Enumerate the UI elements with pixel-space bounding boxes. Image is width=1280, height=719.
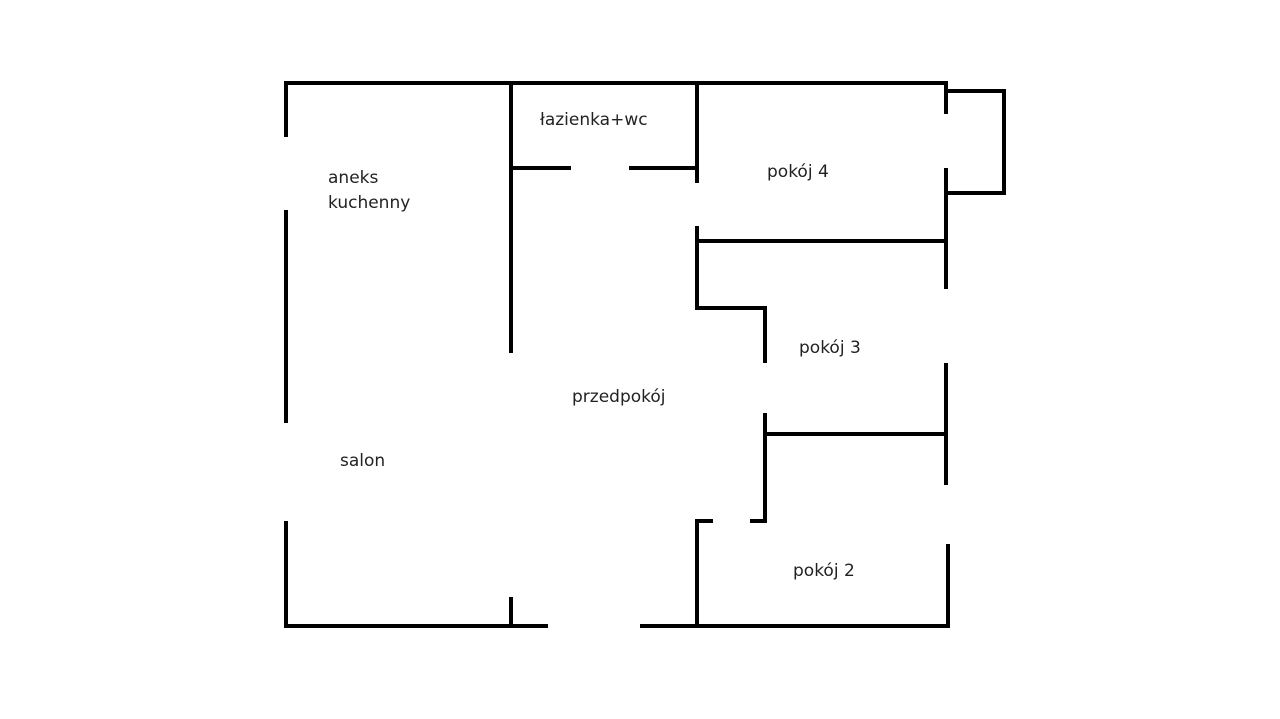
room-label-hall: przedpokój (572, 387, 666, 407)
room3-lower-wall (750, 413, 767, 523)
room-label-room2: pokój 2 (793, 561, 855, 581)
room3-upper-wall (695, 226, 767, 363)
room-label-room3: pokój 3 (799, 338, 861, 358)
kitchen-label-line1: aneks (328, 168, 379, 188)
walls (284, 81, 1006, 628)
kitchen-label-line2: kuchenny (328, 193, 411, 213)
outer-top-wall (284, 81, 948, 114)
closet-wall (946, 89, 1006, 195)
room-label-kitchen: aneks kuchenny (328, 166, 410, 216)
room-label-bathroom: łazienka+wc (540, 110, 648, 130)
room2-left-wall (695, 519, 713, 626)
room-label-room4: pokój 4 (767, 162, 829, 182)
room-label-living: salon (340, 451, 386, 471)
outer-bottom-wall-right (640, 544, 950, 628)
